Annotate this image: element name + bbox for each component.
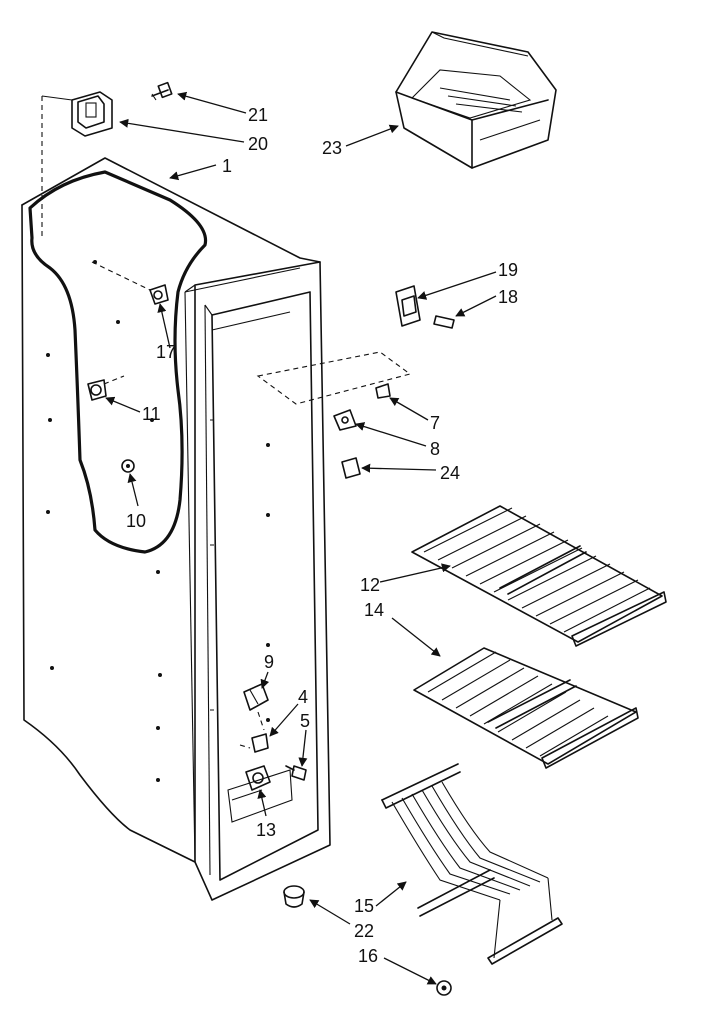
- callout-16: 16: [358, 946, 378, 966]
- wire-shelf-part-14: [413, 647, 639, 769]
- callout-11: 11: [142, 404, 161, 424]
- insulation-outline: [28, 170, 208, 554]
- callout-1: 1: [222, 156, 232, 176]
- leader-lines: [105, 91, 497, 985]
- callout-8: 8: [430, 439, 440, 459]
- clip-part-17: [149, 284, 169, 305]
- callout-21: 21: [248, 105, 268, 125]
- callout-labels: 1 21 20 23 19 18 17 11 10 7 8 24 12 14 9…: [126, 105, 518, 966]
- callout-24: 24: [440, 463, 460, 483]
- callout-7: 7: [430, 413, 440, 433]
- bracket-part-20: [71, 91, 113, 137]
- screw-part-5: [285, 765, 307, 781]
- callout-23: 23: [322, 138, 342, 158]
- cabinet-liner: [21, 157, 331, 901]
- callout-15: 15: [354, 896, 374, 916]
- callout-19: 19: [498, 260, 518, 280]
- fitting-part-13: [245, 765, 271, 791]
- storage-pan-part-23: [395, 31, 557, 169]
- callout-9: 9: [264, 652, 274, 672]
- callout-5: 5: [300, 711, 310, 731]
- hinge-part-19: [395, 285, 421, 327]
- callout-22: 22: [354, 921, 374, 941]
- callout-20: 20: [248, 134, 268, 154]
- roller-part-16: [436, 980, 452, 996]
- callout-4: 4: [298, 687, 308, 707]
- wire-shelf-part-12: [411, 505, 667, 647]
- callout-17: 17: [156, 342, 176, 362]
- wire-basket-part-15: [381, 763, 563, 965]
- mount-guide-lines: [256, 351, 412, 405]
- callout-13: 13: [256, 820, 276, 840]
- plug-part-22: [283, 885, 305, 908]
- clip-part-4: [251, 733, 269, 753]
- bracket-part-8: [333, 409, 357, 431]
- callout-12: 12: [360, 575, 380, 595]
- fastener-part-11: [87, 379, 107, 401]
- screw-part-21: [151, 81, 173, 101]
- side-wall-rivets: [46, 260, 270, 782]
- callout-10: 10: [126, 511, 146, 531]
- bracket-part-24: [341, 457, 361, 479]
- callout-18: 18: [498, 287, 518, 307]
- callout-14: 14: [364, 600, 384, 620]
- bracket-part-9: [243, 683, 269, 711]
- screw-part-18: [433, 315, 455, 329]
- fastener-part-10: [121, 459, 135, 473]
- clip-part-7: [375, 383, 391, 399]
